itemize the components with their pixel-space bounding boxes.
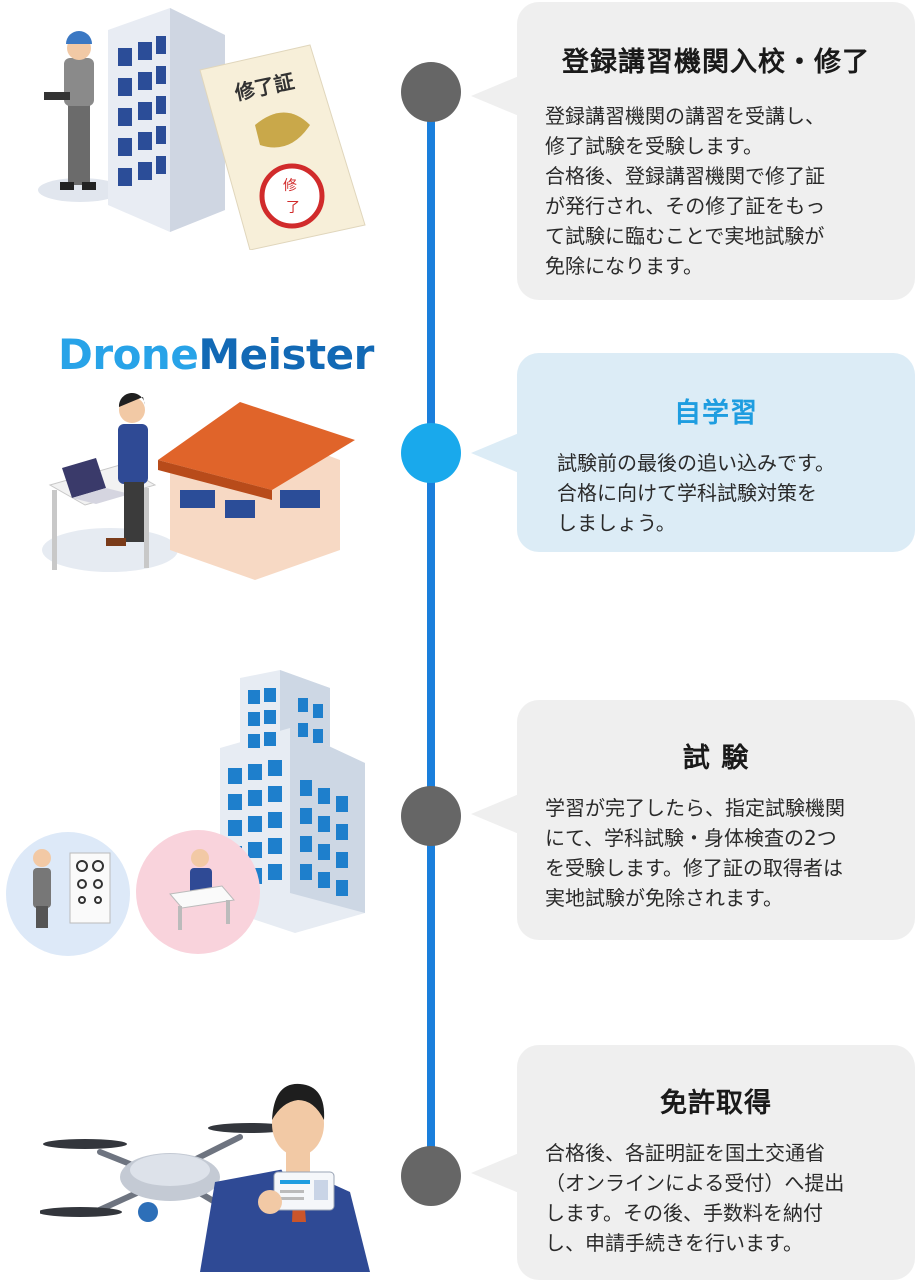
license-illustration [40,1083,370,1272]
step-card-2: 自学習 試験前の最後の追い込みです。 合格に向けて学科試験対策を しましょう。 [471,353,915,552]
step-title-2: 自学習 [674,398,758,429]
self-study-illustration [42,392,355,580]
exam-illustration [6,670,365,956]
step-title-1: 登録講習機関入校・修了 [562,47,870,78]
timeline-node-2 [401,423,461,483]
stamp-bottom: 了 [286,200,300,216]
timeline-node-4 [401,1146,461,1206]
step-body-3: 学習が完了したら、指定試験機関 にて、学科試験・身体検査の2つ を受験します。修… [545,796,845,910]
logo-part-meister: Meister [198,330,374,379]
step-card-1: .c1::before{} 登録講習機関入校・修了 登録講習機関の講習を受講し、… [471,2,915,300]
step-body-1: 登録講習機関の講習を受講し、 修了試験を受験します。 合格後、登録講習機関で修了… [545,104,826,278]
step-title-4: 免許取得 [660,1088,772,1119]
step-card-3: 試 験 学習が完了したら、指定試験機関 にて、学科試験・身体検査の2つ を受験し… [471,700,915,940]
step-body-2: 試験前の最後の追い込みです。 合格に向けて学科試験対策を しましょう。 [557,451,835,535]
drone-meister-logo: DroneMeister [58,330,374,379]
step-body-4: 合格後、各証明証を国土交通省 （オンラインによる受付）へ提出 します。その後、手… [545,1141,845,1255]
step-title-3: 試 験 [682,743,750,774]
stamp-top: 修 [283,178,297,194]
step-card-4: 免許取得 合格後、各証明証を国土交通省 （オンラインによる受付）へ提出 します。… [471,1045,915,1280]
timeline-node-3 [401,786,461,846]
timeline-node-1 [401,62,461,122]
logo-part-drone: Drone [58,330,199,379]
timeline-line [427,92,435,1182]
training-school-illustration: 修了証 修 了 [38,8,366,250]
